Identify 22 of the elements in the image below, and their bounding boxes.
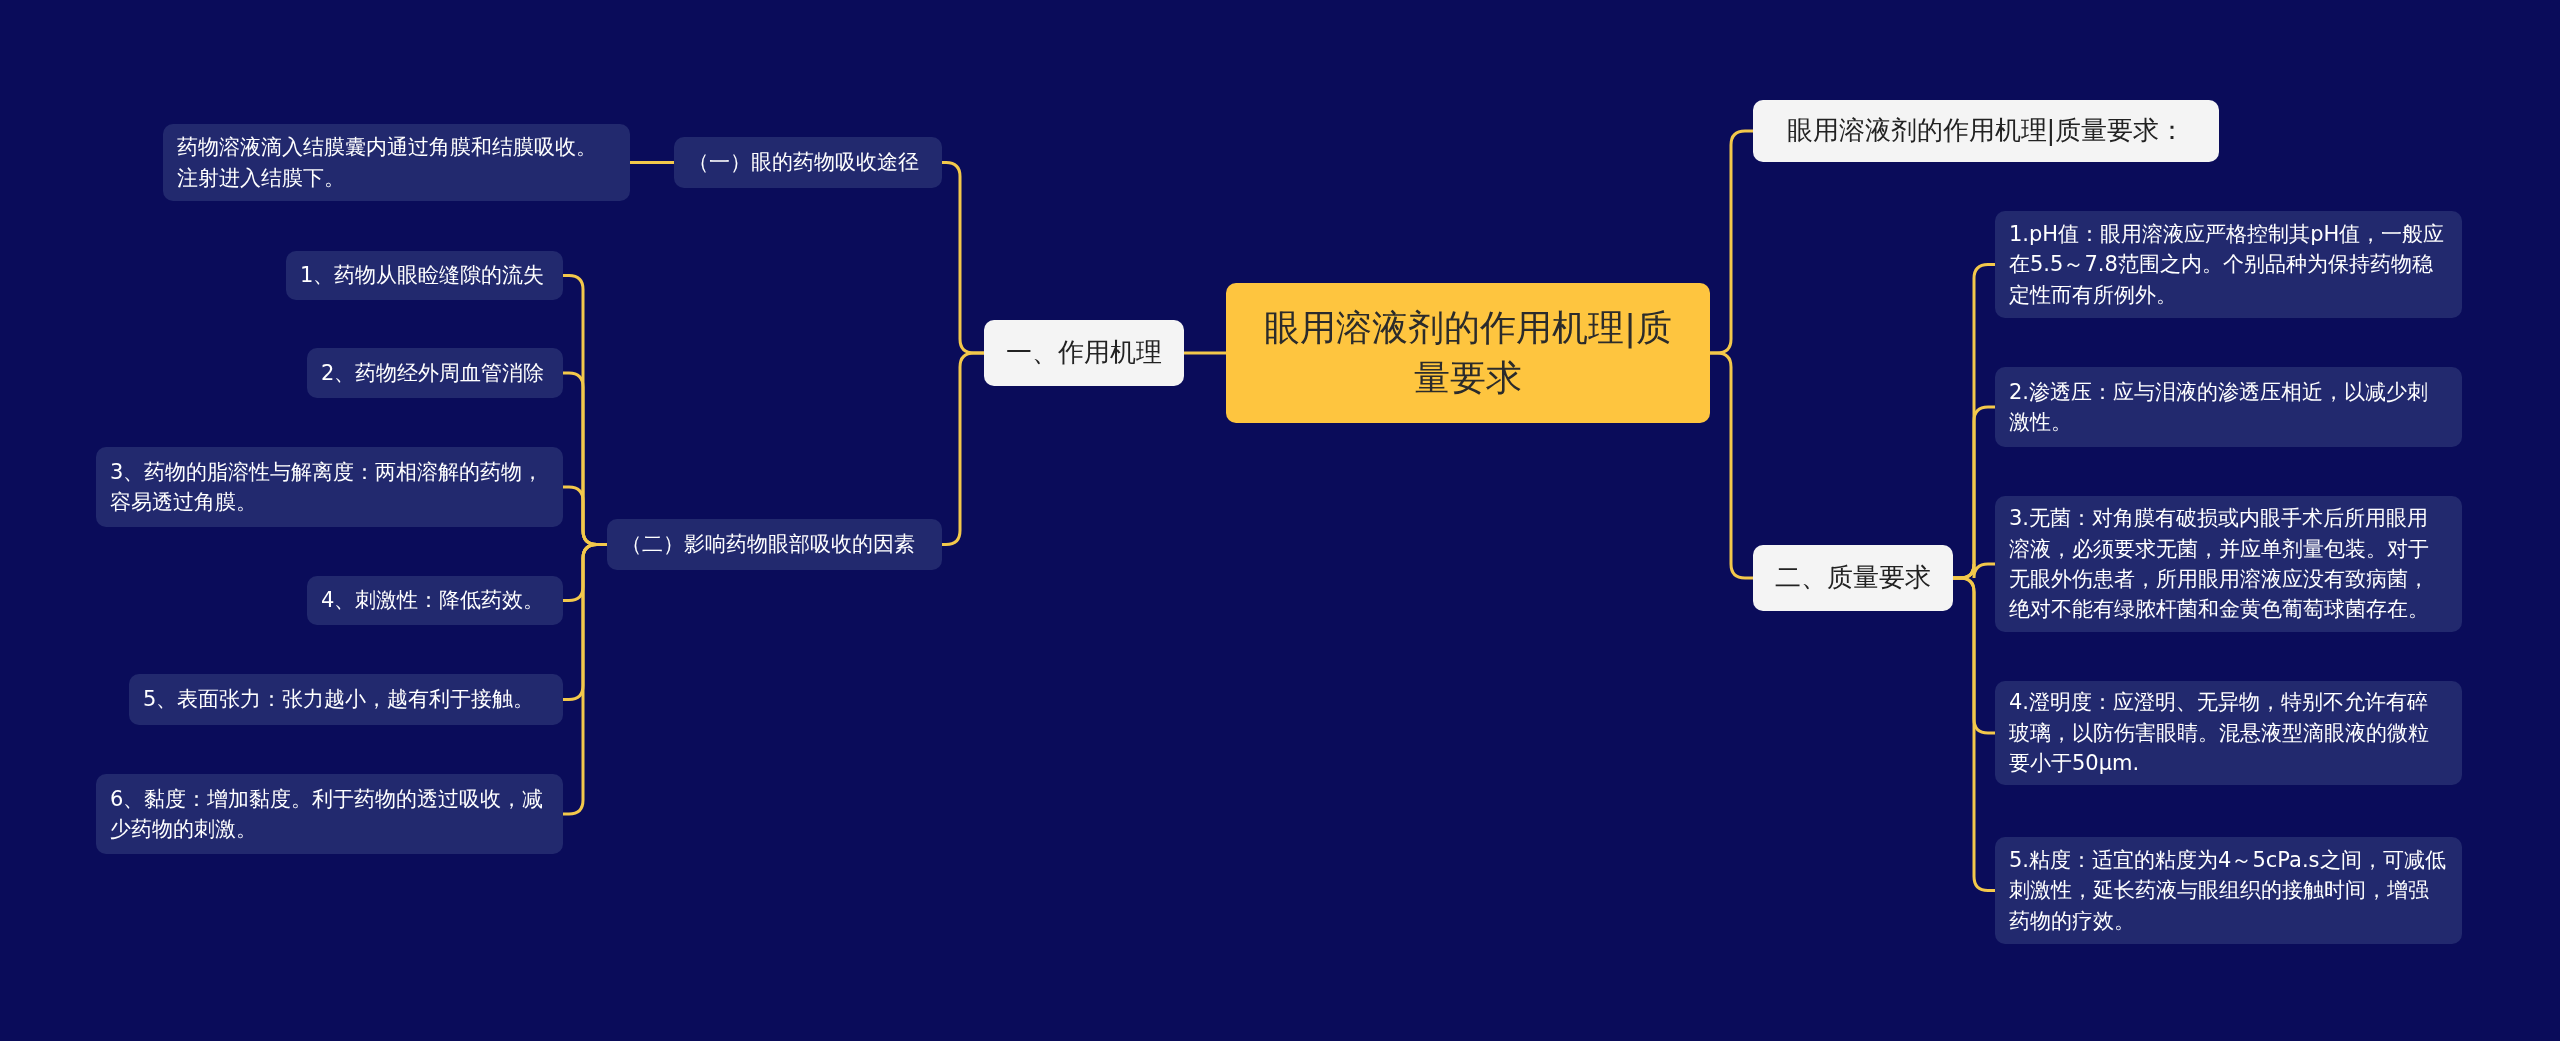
subtopic-box: 3、药物的脂溶性与解离度：两相溶解的药物，容易透过角膜。 (96, 447, 563, 527)
connector (630, 161, 674, 164)
subtopic-box: 4、刺激性：降低药效。 (307, 576, 563, 625)
subtopic-box: 5.粘度：适宜的粘度为4～5cPa.s之间，可减低刺激性，延长药液与眼组织的接触时间，增强药物的疗效。 (1995, 837, 2462, 944)
topic-box: 二、质量要求 (1753, 545, 1953, 611)
subtopic-box: 5、表面张力：张力越小，越有利于接触。 (129, 674, 563, 725)
subtopic-box: （二）影响药物眼部吸收的因素 (607, 519, 942, 570)
subtopic-box: 6、黏度：增加黏度。利于药物的透过吸收，减少药物的刺激。 (96, 774, 563, 854)
subtopic-box: 3.无菌：对角膜有破损或内眼手术后所用眼用溶液，必须要求无菌，并应单剂量包装。对于无眼外伤患者，所用眼用溶液应没有致病菌，绝对不能有绿脓杆菌和金黄色葡萄球菌存在。 (1995, 496, 2462, 632)
subtopic-box: 药物溶液滴入结膜囊内通过角膜和结膜吸收。注射进入结膜下。 (163, 124, 630, 201)
connector (1184, 351, 1226, 355)
subtopic-box: （一）眼的药物吸收途径 (674, 137, 942, 188)
topic-box: 眼用溶液剂的作用机理|质量要求： (1753, 100, 2219, 162)
topic-box: 一、作用机理 (984, 320, 1184, 386)
subtopic-box: 1、药物从眼睑缝隙的流失 (286, 251, 563, 300)
central-topic-box: 眼用溶液剂的作用机理|质量要求 (1226, 283, 1710, 423)
subtopic-box: 2.渗透压：应与泪液的渗透压相近，以减少刺激性。 (1995, 367, 2462, 447)
connector (1710, 351, 1753, 580)
connector (1953, 576, 1995, 892)
subtopic-box: 1.pH值：眼用溶液应严格控制其pH值，一般应在5.5～7.8范围之内。个别品种为保持药物稳定性而有所例外。 (1995, 211, 2462, 318)
subtopic-box: 4.澄明度：应澄明、无异物，特别不允许有碎玻璃，以防伤害眼睛。混悬液型滴眼液的微粒要小于50μm. (1995, 681, 2462, 785)
subtopic-box: 2、药物经外周血管消除 (307, 348, 563, 398)
